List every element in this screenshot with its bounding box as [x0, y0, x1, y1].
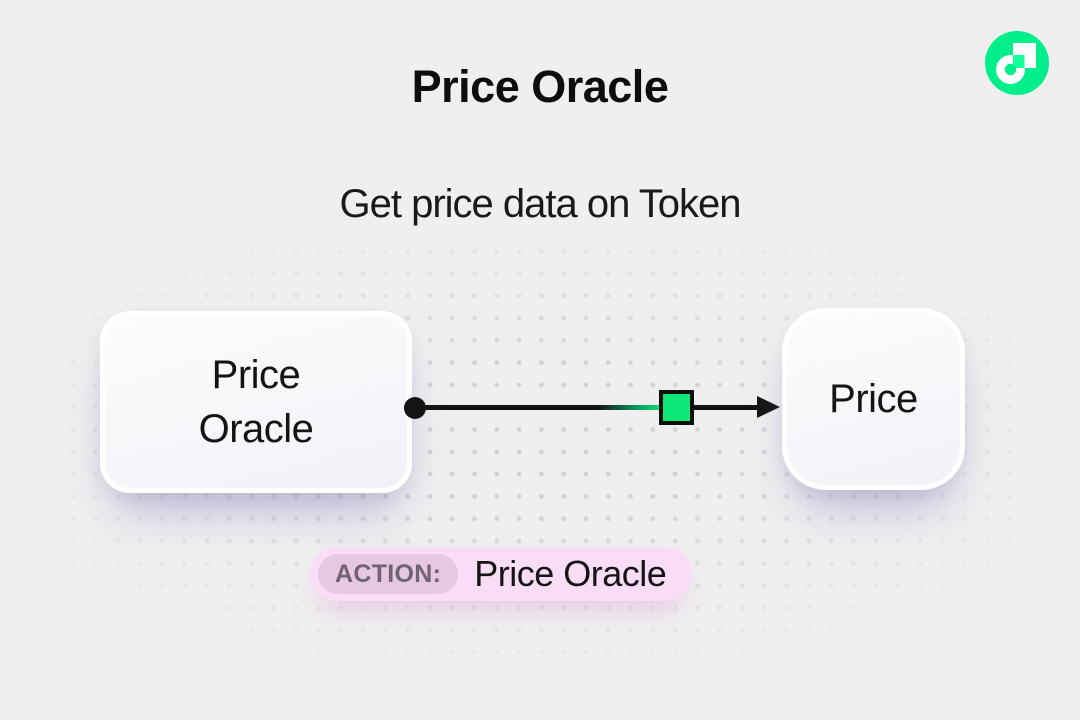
action-badge-label: ACTION: [318, 554, 459, 594]
page-subtitle: Get price data on Token [339, 182, 742, 226]
connector-line-left [415, 405, 663, 410]
action-badge-value: Price Oracle [474, 553, 667, 594]
action-badge: ACTION: Price Oracle [310, 547, 693, 601]
flow-logo-icon [985, 31, 1049, 95]
connector-action-marker [659, 390, 694, 425]
page-title: Price Oracle [411, 61, 669, 112]
node-price-oracle: Price Oracle [100, 311, 412, 493]
connector-arrowhead-icon [757, 396, 780, 418]
node-price: Price [782, 308, 965, 490]
node-price-oracle-label: Price Oracle [198, 353, 314, 451]
connector-line-right [694, 405, 758, 410]
node-price-label: Price [829, 377, 918, 421]
